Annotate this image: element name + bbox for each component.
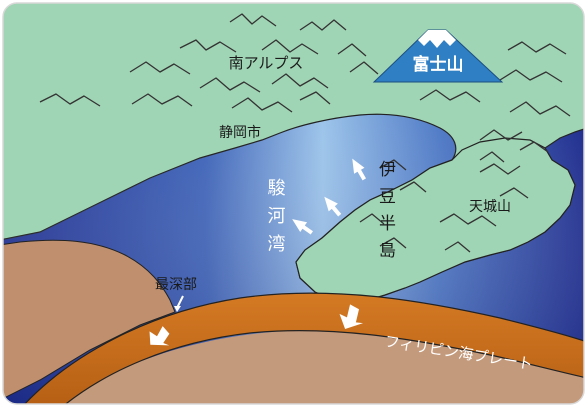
lower-crust: [60, 329, 584, 404]
mountain-ridge-icon: [39, 13, 571, 253]
philippine-sea-plate: [20, 292, 584, 404]
izu-peninsula-land: [295, 137, 576, 303]
label-izu-peninsula: 伊豆半島: [375, 160, 396, 268]
arrow-icon: [149, 158, 366, 346]
label-minami-alps: 南アルプス: [229, 54, 304, 72]
label-mount-fuji: 富士山: [413, 54, 464, 75]
label-deepest-point: 最深部: [155, 277, 197, 293]
label-shizuoka-city: 静岡市: [219, 124, 261, 141]
label-amagi-san: 天城山: [469, 199, 511, 215]
mount-fuji-icon: [372, 29, 504, 83]
label-suruga-bay: 駿河湾: [265, 178, 286, 262]
continental-crust: [3, 239, 176, 401]
